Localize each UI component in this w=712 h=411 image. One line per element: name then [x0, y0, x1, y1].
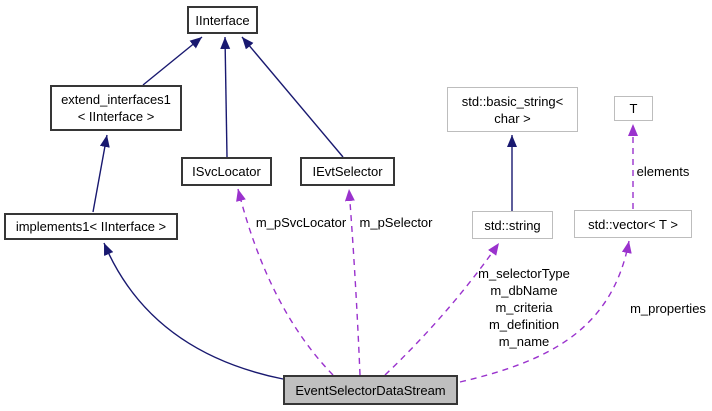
node-label-line1: std::basic_string< [461, 93, 564, 109]
edge-extend-interfaces1-to-iinterface [142, 36, 203, 86]
edge-label-string-member: m_selectorType [478, 266, 570, 281]
edge-eventselectordatastream-to-isvclocator [236, 188, 334, 376]
edge-label-elements: elements [636, 164, 690, 179]
node-label-line2: char > [494, 110, 531, 126]
node-label: IInterface [195, 12, 250, 28]
edge-label-string-members: m_selectorType m_dbName m_criteria m_def… [478, 265, 570, 350]
edge-label-m-properties: m_properties [630, 301, 706, 316]
node-eventselectordatastream: EventSelectorDataStream [283, 375, 458, 405]
node-iinterface[interactable]: IInterface [187, 6, 258, 34]
edge-label-string-member: m_dbName [490, 283, 558, 298]
node-std-vector: std::vector< T > [574, 210, 692, 238]
edge-label-m-psvclocator: m_pSvcLocator [255, 215, 347, 230]
node-std-string: std::string [472, 211, 553, 239]
edge-label-string-member: m_criteria [495, 300, 553, 315]
edge-eventselectordatastream-to-stdstring [384, 242, 500, 376]
node-ievtselector[interactable]: IEvtSelector [300, 157, 395, 186]
node-isvclocator[interactable]: ISvcLocator [181, 157, 272, 186]
node-label: IEvtSelector [312, 164, 383, 179]
edge-label-m-pselector: m_pSelector [359, 215, 433, 230]
edge-eventselectordatastream-to-stdvector [459, 240, 632, 383]
edge-label-string-member: m_name [498, 334, 550, 349]
edge-implements1-to-extend-interfaces1 [92, 134, 110, 213]
node-label: implements1< IInterface > [15, 219, 167, 234]
node-label-line2: < IInterface > [77, 109, 155, 124]
edge-ievtselector-to-iinterface [241, 36, 344, 158]
node-label: std::string [484, 217, 541, 233]
node-std-basic-string: std::basic_string< char > [447, 87, 578, 132]
edge-isvclocator-to-iinterface [220, 36, 231, 158]
node-label: EventSelectorDataStream [295, 382, 446, 398]
edge-eventselectordatastream-to-ievtselector [344, 188, 361, 376]
node-label: ISvcLocator [192, 164, 261, 179]
node-extend-interfaces1[interactable]: extend_interfaces1 < IInterface > [50, 85, 182, 131]
edge-eventselectordatastream-to-implements1 [103, 242, 284, 380]
node-label: std::vector< T > [588, 216, 678, 232]
edge-label-string-member: m_definition [488, 317, 560, 332]
node-label-line1: extend_interfaces1 [61, 92, 171, 107]
node-t: T [614, 96, 653, 121]
node-label: T [629, 101, 638, 116]
node-implements1[interactable]: implements1< IInterface > [4, 213, 178, 240]
